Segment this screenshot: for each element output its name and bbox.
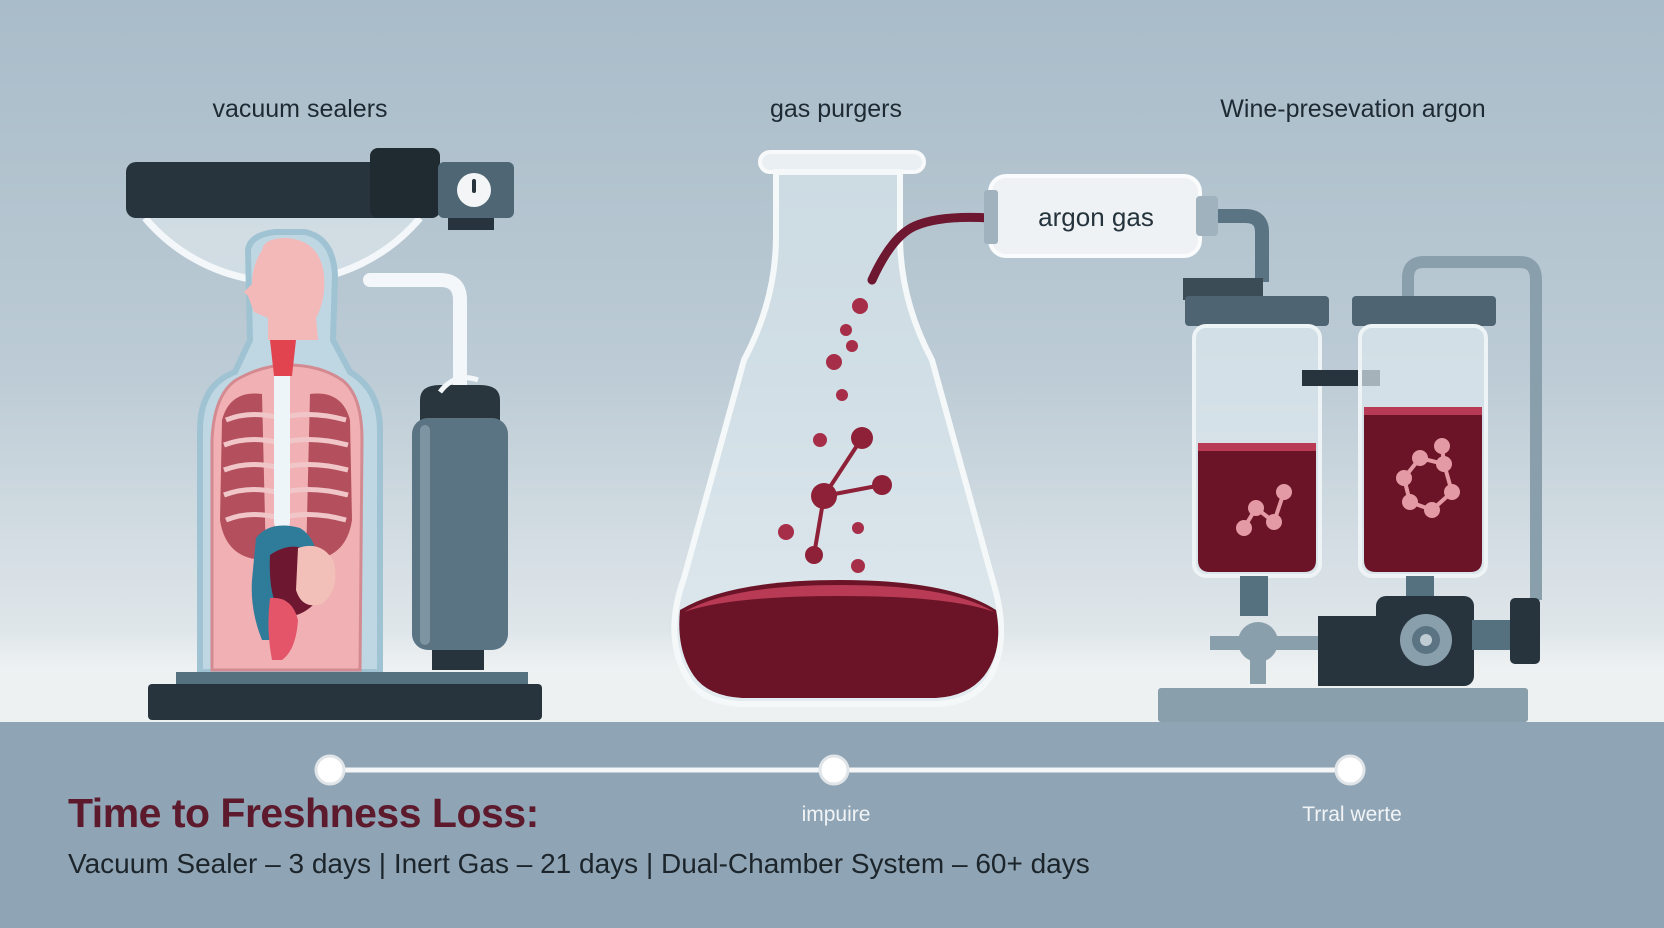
gas-purger-illustration [671, 150, 1005, 707]
argon-tube [867, 212, 995, 285]
sealer-base [148, 684, 542, 720]
freshness-summary: Vacuum Sealer – 3 days | Inert Gas – 21 … [68, 848, 1090, 879]
timeline [314, 754, 1366, 786]
timeline-label-2: Trral werte [1302, 803, 1402, 826]
molecule-icon [805, 427, 892, 564]
vacuum-sealer-illustration [126, 148, 542, 720]
chamber-1-lid [1185, 296, 1329, 326]
timeline-node-1 [314, 754, 346, 786]
timeline-node-3 [1334, 754, 1366, 786]
chamber-2-wine [1364, 410, 1482, 572]
chamber-1-molecule-icon [1236, 484, 1292, 536]
organ-red [268, 597, 298, 660]
argon-canister [984, 174, 1269, 282]
head-silhouette [244, 238, 325, 340]
vacuum-hose [363, 273, 467, 407]
wine-preservation-argon-label: Wine-presevation argon [1220, 95, 1486, 123]
freshness-title: Time to Freshness Loss: [68, 790, 539, 836]
argon-pipe [1218, 209, 1269, 282]
sealer-lid [126, 162, 436, 218]
timeline-label-1: impuire [801, 803, 871, 826]
dual-chamber-system [1158, 256, 1542, 722]
vacuum-canister [412, 418, 508, 650]
erlenmeyer-flask [671, 169, 1005, 707]
chamber-2-lid [1352, 296, 1496, 326]
spine [274, 340, 290, 530]
system-base [1158, 688, 1528, 722]
gas-purgers-label: gas purgers [769, 95, 903, 123]
chamber-2-molecule-icon [1396, 438, 1460, 518]
wine-liquid [679, 580, 999, 698]
timeline-node-2 [818, 754, 850, 786]
vacuum-sealers-label: vacuum sealers [212, 95, 388, 123]
valve-1 [1238, 622, 1278, 662]
argon-gas-label: argon gas [1038, 202, 1154, 232]
gas-bubbles [778, 298, 868, 573]
